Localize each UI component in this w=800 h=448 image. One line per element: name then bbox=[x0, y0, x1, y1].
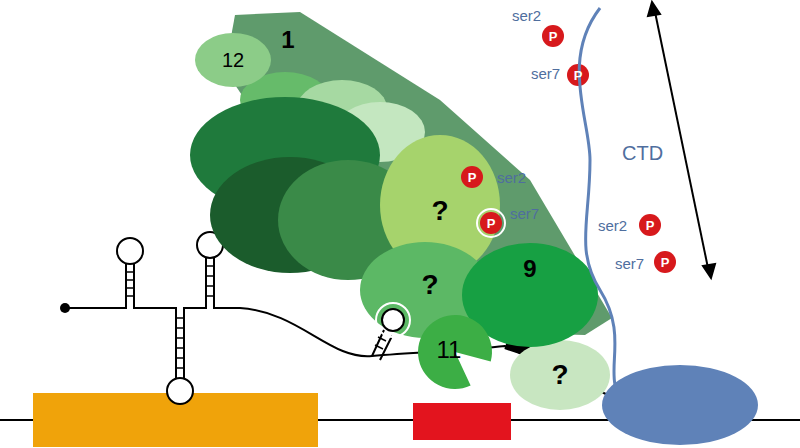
node-outline bbox=[542, 25, 564, 47]
residue-label: ser2 bbox=[512, 8, 541, 23]
subunit-number: 9 bbox=[523, 257, 536, 281]
phospho-mark: P bbox=[480, 212, 502, 234]
phospho-mark: P bbox=[639, 214, 661, 236]
highlight-ring bbox=[376, 303, 410, 337]
node-outline bbox=[461, 166, 483, 188]
exon-box bbox=[413, 403, 511, 440]
node-outline bbox=[510, 340, 610, 410]
phospho-mark: P bbox=[567, 64, 589, 86]
subunit-number: 11 bbox=[437, 338, 462, 362]
residue-label: ser7 bbox=[510, 206, 539, 221]
residue-label: ser7 bbox=[531, 66, 560, 81]
phospho-letter: P bbox=[646, 219, 655, 232]
ctd-extent-arrow bbox=[648, 2, 715, 278]
highlight-ring bbox=[477, 209, 505, 237]
complex-subunit: 11 bbox=[417, 314, 493, 390]
node-outline bbox=[654, 251, 676, 273]
complex-subunit: 12 bbox=[195, 33, 271, 87]
domain-label: CTD bbox=[622, 143, 663, 163]
node-outline bbox=[195, 33, 271, 87]
subunit-number: 1 bbox=[281, 28, 294, 52]
phospho-letter: P bbox=[574, 69, 583, 82]
complex-subunit: ? bbox=[510, 340, 610, 410]
node-outline bbox=[418, 315, 492, 389]
residue-label: ser2 bbox=[598, 218, 627, 233]
cap-dot bbox=[60, 303, 70, 313]
subunit-number: 12 bbox=[222, 50, 244, 70]
phospho-letter: P bbox=[549, 30, 558, 43]
polymerase bbox=[602, 365, 758, 445]
subunit-number: ? bbox=[551, 361, 568, 389]
residue-label: ser7 bbox=[615, 256, 644, 271]
phospho-mark: P bbox=[461, 166, 483, 188]
node-outline bbox=[480, 212, 502, 234]
phospho-mark: P bbox=[654, 251, 676, 273]
phospho-mark: P bbox=[542, 25, 564, 47]
ctd-tail bbox=[579, 8, 615, 385]
phospho-letter: P bbox=[468, 171, 477, 184]
subunit-number: ? bbox=[421, 271, 438, 299]
node-outline bbox=[639, 214, 661, 236]
subunit-number: ? bbox=[431, 197, 448, 225]
phospho-letter: P bbox=[487, 217, 496, 230]
residue-label: ser2 bbox=[497, 170, 526, 185]
phospho-letter: P bbox=[661, 256, 670, 269]
